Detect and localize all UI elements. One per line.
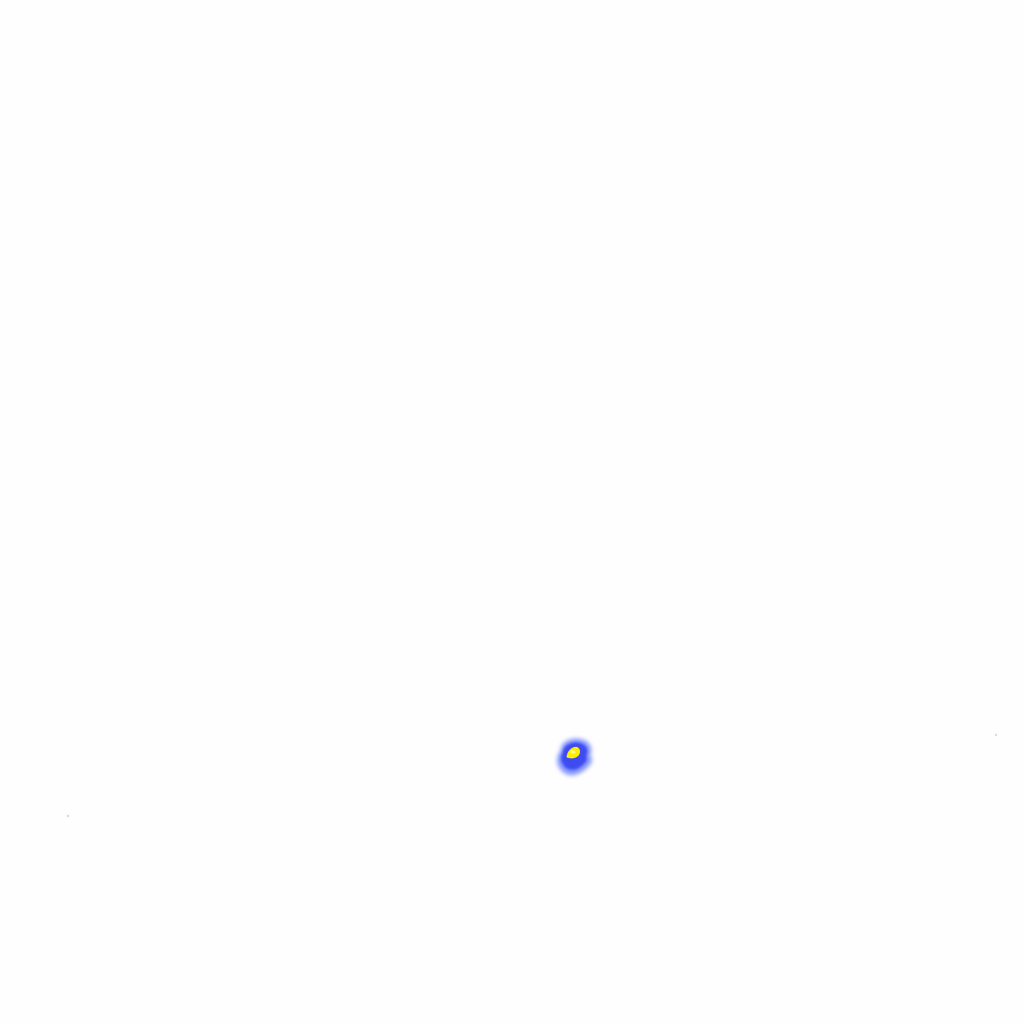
speck-right [994, 733, 998, 737]
background-specks [66, 733, 998, 818]
blob-core-highlight [570, 750, 576, 754]
speck-left [66, 814, 70, 818]
heat-blob [557, 738, 593, 776]
